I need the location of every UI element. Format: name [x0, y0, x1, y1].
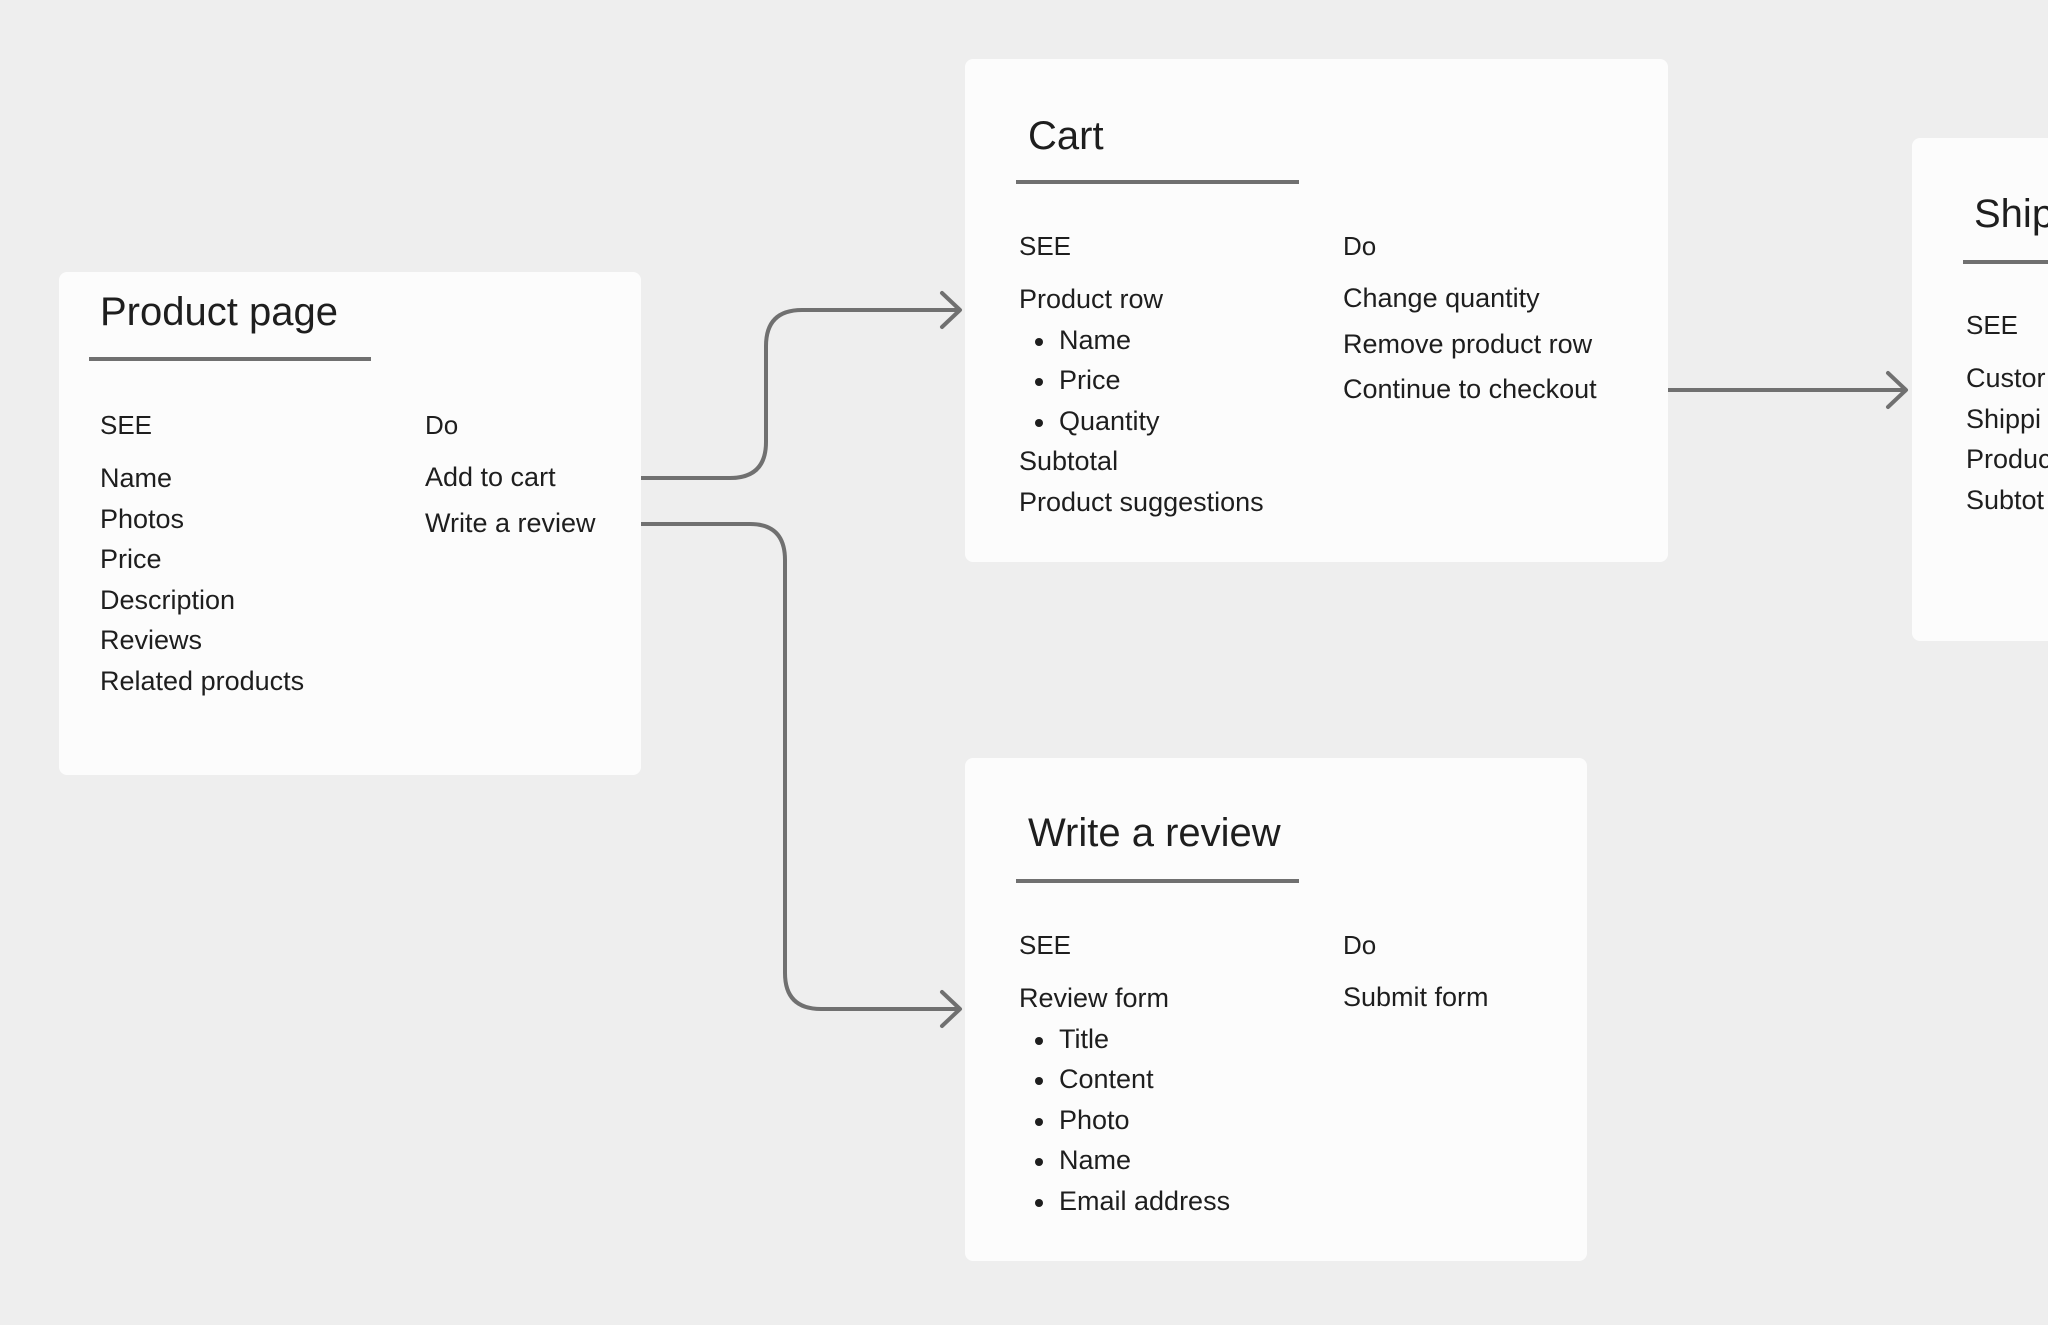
card-title: Ship	[1974, 192, 2048, 236]
list-item: Product row	[1019, 284, 1164, 314]
list-item: Name	[1019, 320, 1264, 361]
cart-card: Cart SEE Do Product row Name Price Quant…	[965, 59, 1668, 562]
list-item: Review form	[1019, 983, 1170, 1013]
do-list: Add to cart Write a review	[425, 455, 596, 546]
list-item: Email address	[1019, 1181, 1230, 1222]
see-list: Product row Name Price Quantity Subtotal…	[1019, 279, 1264, 522]
card-title: Product page	[100, 290, 338, 334]
list-item: Title	[1019, 1019, 1230, 1060]
see-list: Review form Title Content Photo Name Ema…	[1019, 978, 1230, 1221]
title-underline	[1963, 260, 2048, 264]
list-item: Reviews	[100, 625, 203, 655]
do-item-change-quantity[interactable]: Change quantity	[1343, 283, 1540, 313]
title-underline	[1016, 879, 1299, 883]
list-item: Name	[1019, 1140, 1230, 1181]
list-item: Price	[1019, 360, 1264, 401]
product-page-card: Product page SEE Do Name Photos Price De…	[59, 272, 641, 775]
do-item-remove-row[interactable]: Remove product row	[1343, 328, 1593, 359]
arrowhead-shipping	[1886, 371, 1908, 409]
list-item: Price	[100, 544, 162, 574]
list-item: Quantity	[1019, 401, 1264, 442]
see-heading: SEE	[100, 410, 153, 440]
write-review-card: Write a review SEE Do Review form Title …	[965, 758, 1587, 1261]
do-item-continue-checkout[interactable]: Continue to checkout	[1343, 374, 1597, 404]
do-list: Change quantity Remove product row Conti…	[1343, 276, 1597, 413]
see-list: Custor Shippi Produc Subtot	[1966, 358, 2048, 520]
do-heading: Do	[1343, 930, 1377, 960]
list-item: Content	[1019, 1059, 1230, 1100]
list-item: Photo	[1019, 1100, 1230, 1141]
title-underline	[1016, 180, 1299, 184]
see-heading: SEE	[1019, 231, 1072, 261]
card-title: Cart	[1028, 114, 1104, 158]
do-item-write-review[interactable]: Write a review	[425, 507, 596, 538]
connector-write-review-to-review	[609, 522, 959, 1011]
do-list: Submit form	[1343, 975, 1489, 1021]
do-heading: Do	[1343, 231, 1377, 261]
card-title: Write a review	[1028, 811, 1281, 855]
list-item: Shippi	[1966, 403, 2042, 434]
title-underline	[89, 357, 371, 361]
list-item: Name	[100, 463, 173, 493]
list-item: Product suggestions	[1019, 486, 1264, 517]
arrowhead-cart	[940, 291, 962, 329]
do-item-add-to-cart[interactable]: Add to cart	[425, 462, 556, 492]
arrowhead-review	[940, 990, 962, 1028]
list-item: Photos	[100, 503, 185, 534]
do-heading: Do	[425, 410, 459, 440]
list-item: Related products	[100, 665, 305, 696]
see-heading: SEE	[1966, 310, 2019, 340]
shipping-card: Ship SEE Custor Shippi Produc Subtot	[1912, 138, 2048, 641]
list-item: Subtotal	[1019, 446, 1119, 476]
list-item: Custor	[1966, 363, 2046, 393]
see-list: Name Photos Price Description Reviews Re…	[100, 458, 304, 701]
list-item: Description	[100, 584, 236, 615]
do-item-submit-form[interactable]: Submit form	[1343, 982, 1489, 1012]
see-heading: SEE	[1019, 930, 1072, 960]
list-item: Subtot	[1966, 484, 2045, 515]
list-item: Produc	[1966, 444, 2048, 474]
